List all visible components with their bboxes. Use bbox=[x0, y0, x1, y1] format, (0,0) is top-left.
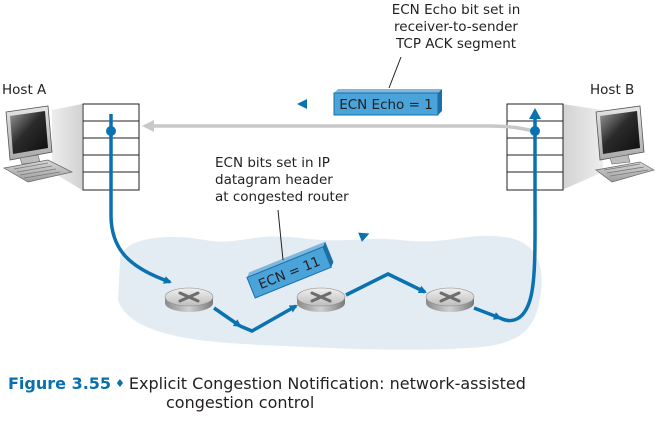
caption-diamond-icon: ♦ bbox=[115, 377, 125, 390]
host-a-computer-icon bbox=[3, 105, 74, 183]
host-b-label: Host B bbox=[590, 82, 635, 98]
host-b-computer-icon bbox=[595, 105, 655, 183]
data-path-r3-out bbox=[473, 306, 502, 320]
ecn-bits-annotation-line-1: ECN bits set in IP bbox=[215, 155, 330, 171]
ecn-echo-leader-line bbox=[388, 56, 402, 89]
ecn-echo-annotation: ECN Echo bit set in receiver-to-sender T… bbox=[392, 2, 521, 53]
ecn-echo-arrowhead bbox=[297, 99, 307, 109]
ecn-bits-annotation-line-3: at congested router bbox=[215, 189, 349, 205]
host-b-stack-dot bbox=[530, 126, 540, 136]
caption-line-2: congestion control bbox=[166, 393, 315, 412]
host-b-up-arrowhead bbox=[529, 108, 541, 119]
data-path-host-a-down bbox=[109, 114, 172, 284]
host-b-funnel bbox=[562, 104, 603, 190]
router-3-icon bbox=[425, 287, 475, 312]
ecn-echo-annotation-line-2: receiver-to-sender bbox=[394, 19, 518, 35]
host-a-label: Host A bbox=[2, 82, 47, 98]
ecn-echo-annotation-line-3: TCP ACK segment bbox=[395, 36, 517, 52]
ecn-echo-annotation-line-1: ECN Echo bit set in bbox=[391, 2, 521, 18]
ecn-echo-packet-label: ECN Echo = 1 bbox=[339, 97, 433, 113]
host-a-funnel bbox=[52, 104, 82, 190]
ack-arrowhead bbox=[142, 120, 154, 132]
figure-caption: Figure 3.55♦Explicit Congestion Notifica… bbox=[8, 374, 526, 412]
host-a-stack-dot bbox=[106, 126, 116, 136]
caption-line-1: Explicit Congestion Notification: networ… bbox=[128, 374, 526, 393]
data-path-r2-r3 bbox=[345, 272, 427, 297]
ecn-ip-arrowhead bbox=[358, 232, 370, 242]
data-path-host-b-up bbox=[499, 118, 537, 323]
router-2-icon bbox=[296, 287, 346, 312]
ecn-bits-leader-line bbox=[277, 209, 284, 261]
data-path-dip bbox=[239, 304, 298, 333]
figure-number: Figure 3.55 bbox=[8, 374, 112, 393]
ecn-bits-annotation-line-2: datagram header bbox=[215, 172, 333, 188]
ack-return-path bbox=[152, 124, 535, 133]
data-path-r1-r2 bbox=[213, 306, 242, 328]
router-1-icon bbox=[164, 287, 214, 312]
ecn-diagram: ECN Echo = 1 ECN = 11 bbox=[3, 56, 655, 350]
ecn-bits-annotation: ECN bits set in IP datagram header at co… bbox=[215, 155, 349, 206]
ecn-echo-packet: ECN Echo = 1 bbox=[297, 89, 442, 116]
